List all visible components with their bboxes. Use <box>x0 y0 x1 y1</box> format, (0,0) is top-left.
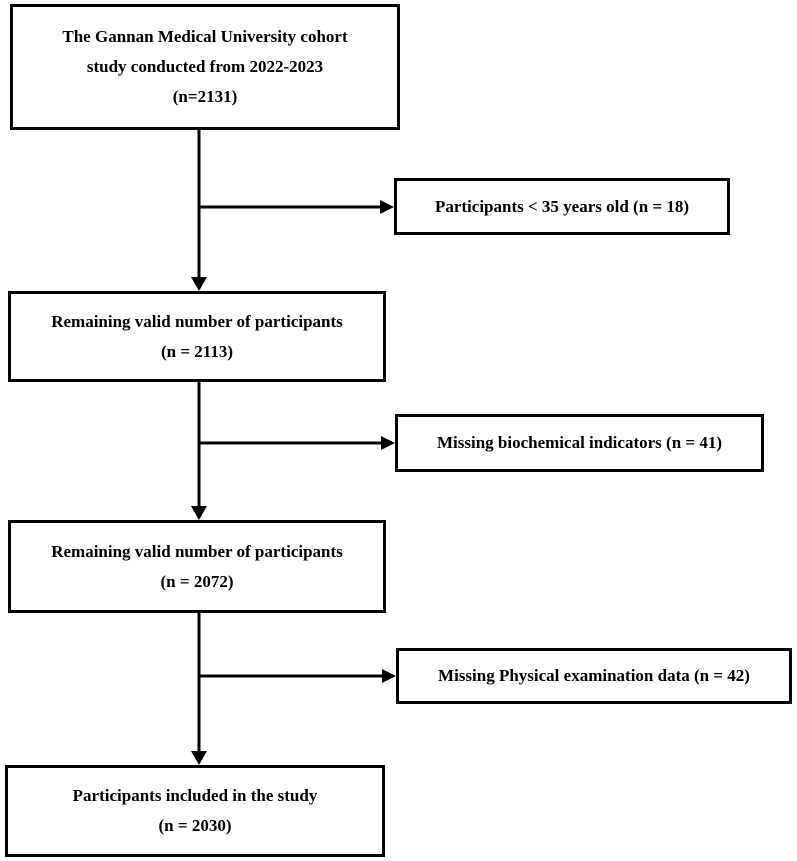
down-arrow-1 <box>191 277 207 291</box>
remaining-1-label: Remaining valid number of participants <box>51 311 343 331</box>
exclusion-physical-label: Missing Physical examination data (n = 4… <box>438 666 750 685</box>
exclusion-box-physical: Missing Physical examination data (n = 4… <box>396 648 792 704</box>
final-included-count: (n = 2030) <box>158 816 232 835</box>
down-arrow-2 <box>191 506 207 520</box>
remaining-2-label: Remaining valid number of participants <box>51 541 343 561</box>
right-arrow-3 <box>382 669 396 683</box>
cohort-start-line1: The Gannan Medical University cohort <box>62 27 348 46</box>
right-arrow-1 <box>380 200 394 214</box>
exclusion-box-age: Participants < 35 years old (n = 18) <box>394 178 730 235</box>
remaining-2-count: (n = 2072) <box>160 571 234 591</box>
remaining-1-count: (n = 2113) <box>160 341 234 361</box>
remaining-box-1: Remaining valid number of participants (… <box>8 291 386 382</box>
cohort-start-box: The Gannan Medical University cohort stu… <box>10 4 400 130</box>
exclusion-biochemical-label: Missing biochemical indicators (n = 41) <box>437 433 722 452</box>
cohort-start-count: (n=2131) <box>172 87 238 106</box>
cohort-start-line2: study conducted from 2022-2023 <box>86 57 324 76</box>
remaining-box-2: Remaining valid number of participants (… <box>8 520 386 613</box>
final-included-box: Participants included in the study (n = … <box>5 765 385 857</box>
exclusion-box-biochemical: Missing biochemical indicators (n = 41) <box>395 414 764 472</box>
right-arrow-2 <box>381 436 395 450</box>
down-arrow-3 <box>191 751 207 765</box>
final-included-label: Participants included in the study <box>72 786 318 805</box>
exclusion-age-label: Participants < 35 years old (n = 18) <box>434 196 690 216</box>
